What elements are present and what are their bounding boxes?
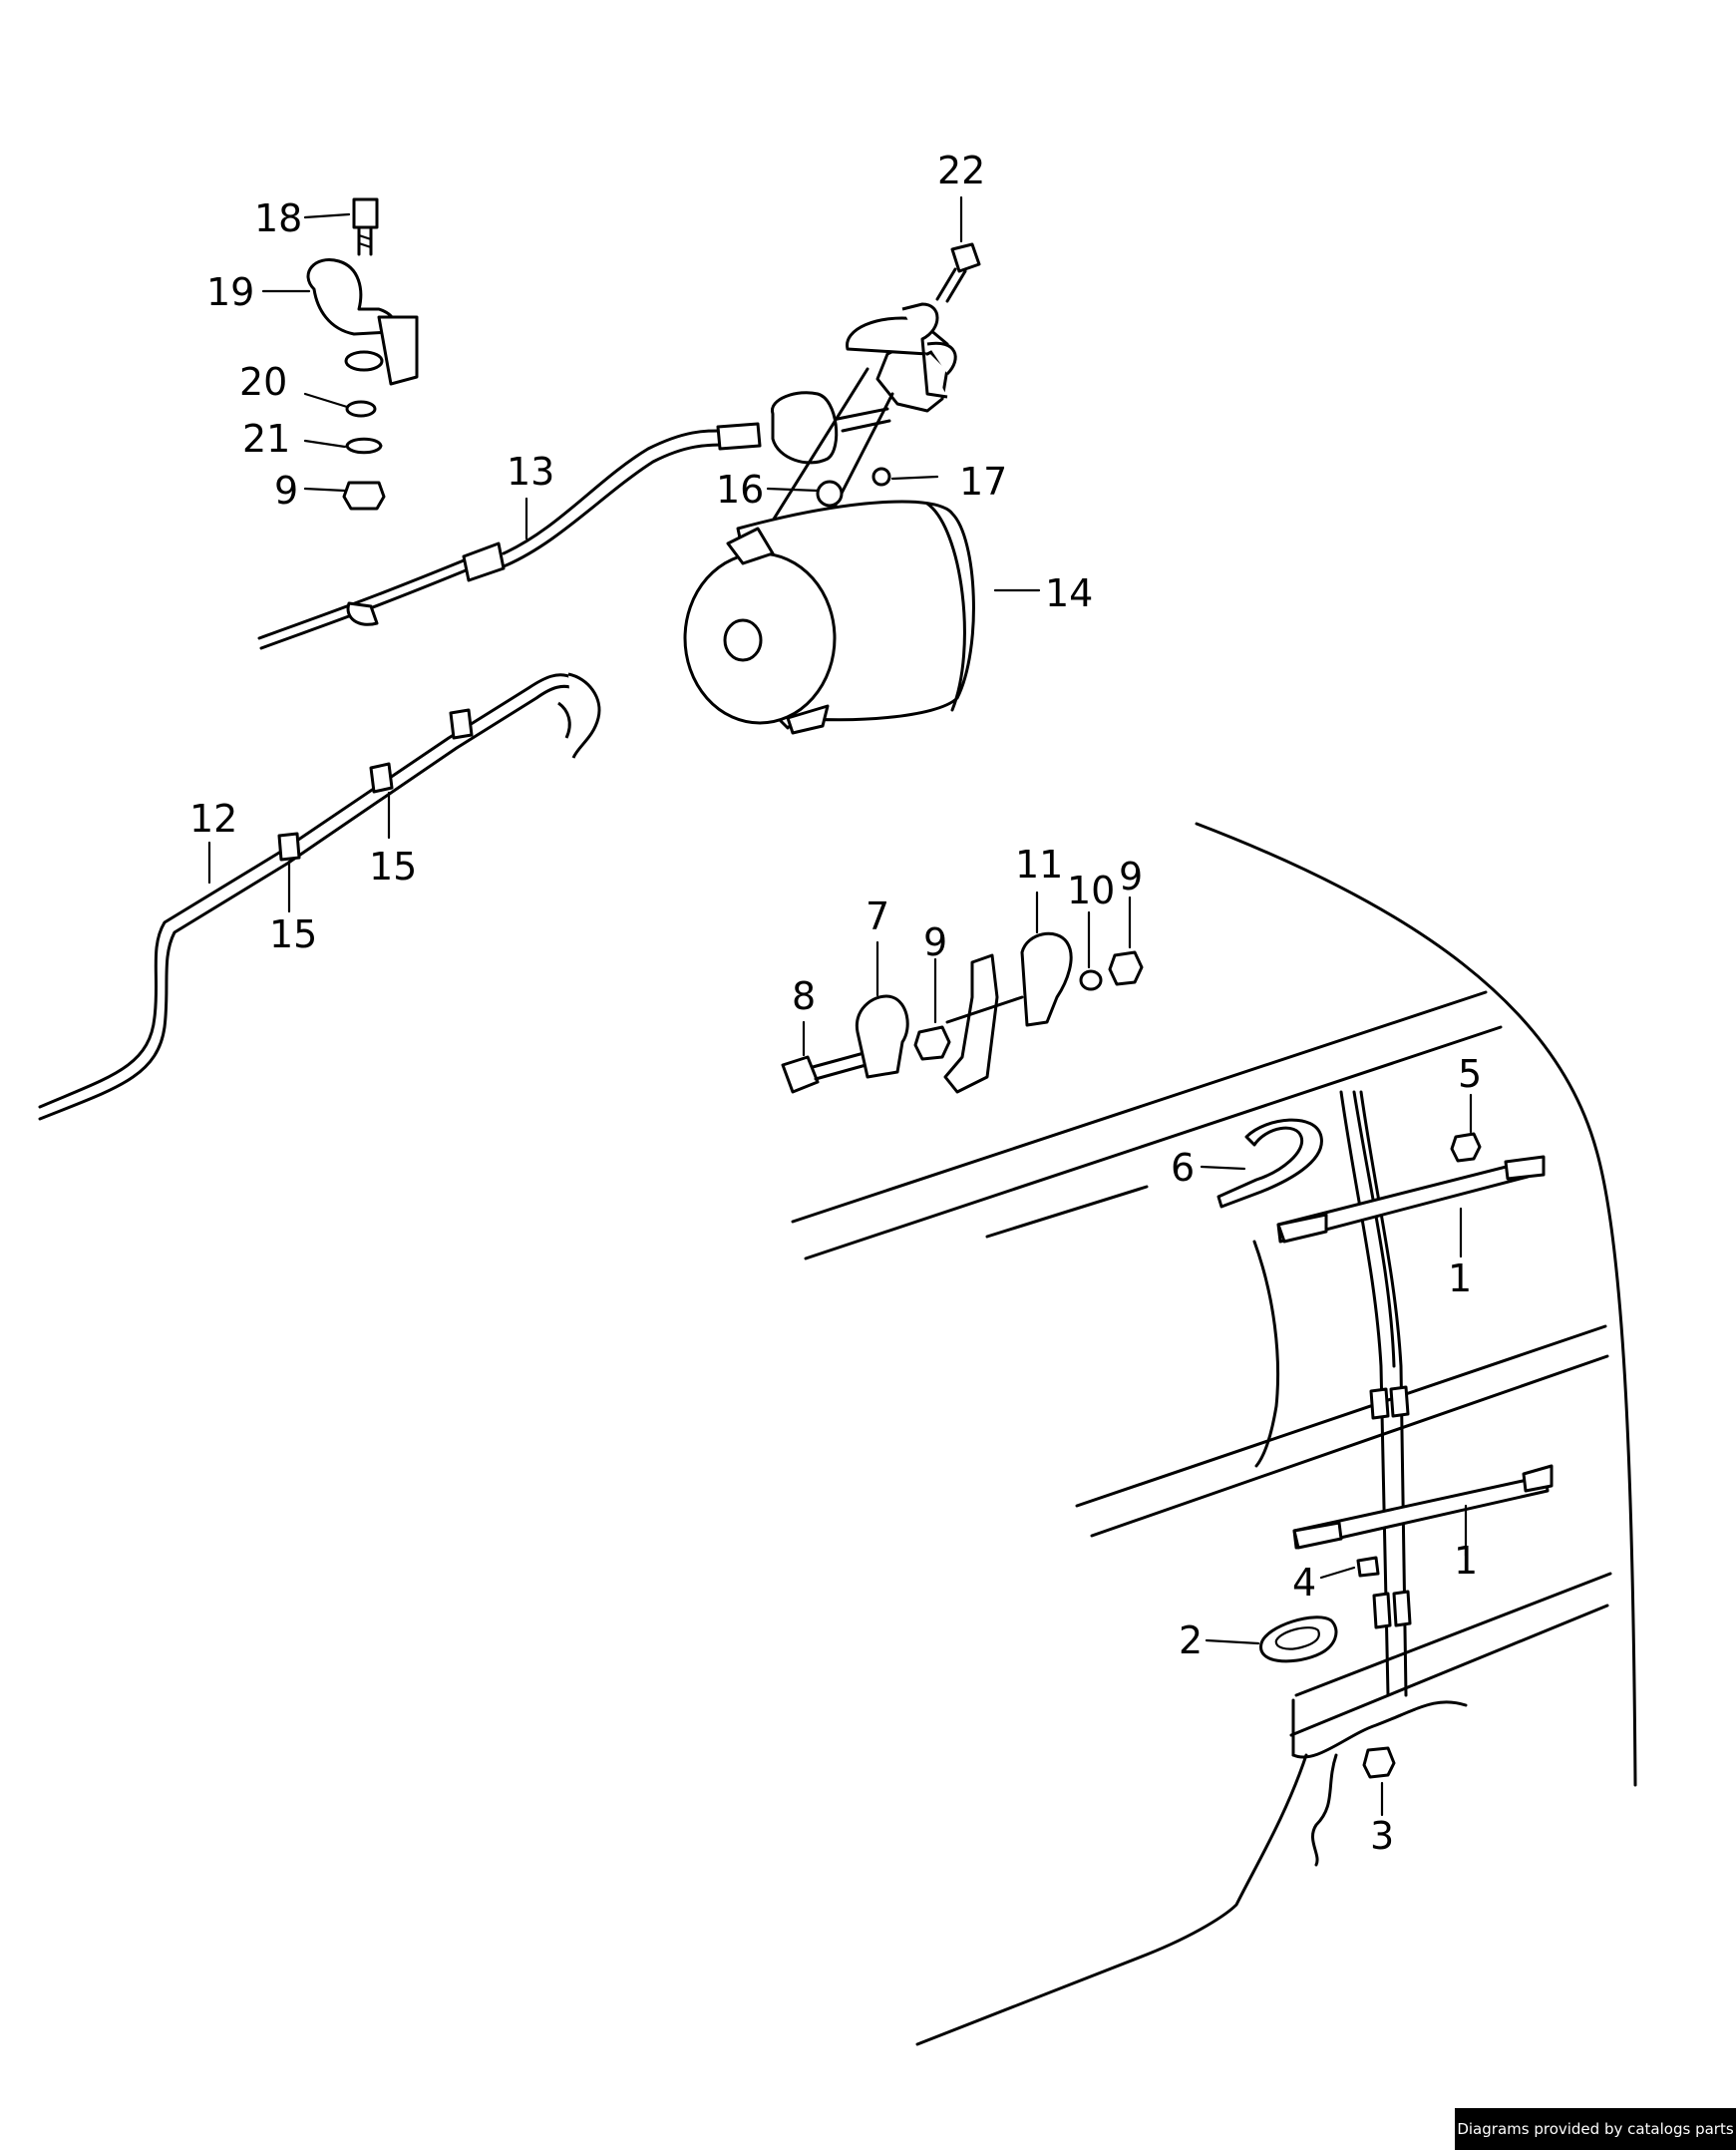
- refrigerant-pipe-12: [38, 672, 601, 1121]
- callout-1-upper: 1: [1448, 1256, 1472, 1300]
- callout-20: 20: [239, 360, 287, 404]
- callout-16: 16: [716, 468, 764, 512]
- ac-compressor: [683, 242, 981, 735]
- callout-19: 19: [206, 270, 254, 314]
- vehicle-body-outline: [791, 822, 1637, 2046]
- callout-labels: 18 19 20 21 9 13 22 16 17 14 12 15 15 7 …: [189, 149, 1482, 1858]
- callout-15-right: 15: [369, 845, 417, 889]
- callout-13: 13: [507, 450, 554, 494]
- underbody-pipes-and-straps: [1216, 1090, 1554, 1779]
- callout-21: 21: [242, 417, 290, 461]
- callout-9-top: 9: [274, 469, 298, 513]
- pipe-mounting-hardware: [781, 931, 1144, 1094]
- callout-4: 4: [1292, 1561, 1316, 1605]
- diagram-credit-label: Diagrams provided by catalogs parts: [1455, 2108, 1736, 2150]
- callout-1-lower: 1: [1454, 1539, 1478, 1583]
- callout-11: 11: [1015, 843, 1063, 887]
- callout-17: 17: [959, 460, 1007, 504]
- callout-6: 6: [1171, 1146, 1195, 1190]
- bracket-fastener-stack: [306, 197, 419, 511]
- callout-12: 12: [189, 797, 237, 841]
- callout-9-mid: 9: [923, 920, 947, 964]
- callout-3: 3: [1370, 1814, 1394, 1858]
- callout-7: 7: [866, 895, 889, 938]
- callout-2: 2: [1179, 1618, 1203, 1662]
- callout-8: 8: [792, 974, 816, 1018]
- callout-5: 5: [1458, 1052, 1482, 1096]
- callout-leader-lines: [207, 195, 1473, 1817]
- callout-10: 10: [1067, 869, 1115, 912]
- callout-15-left: 15: [269, 912, 317, 956]
- callout-22: 22: [937, 149, 985, 192]
- callout-14: 14: [1045, 571, 1093, 615]
- callout-9-right: 9: [1119, 855, 1143, 898]
- callout-18: 18: [254, 196, 302, 240]
